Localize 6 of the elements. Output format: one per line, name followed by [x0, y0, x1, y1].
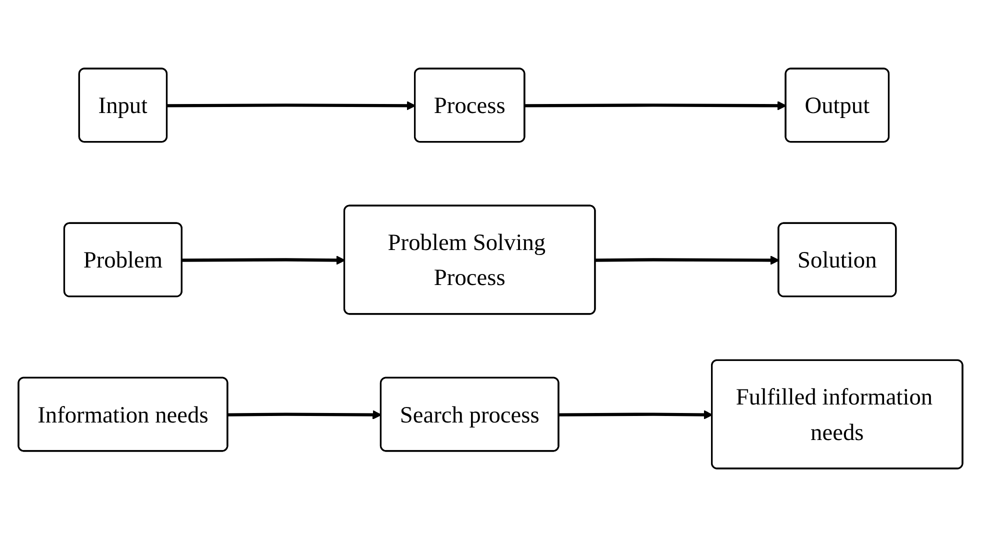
- arrow: [182, 256, 346, 265]
- arrow: [524, 101, 787, 110]
- arrow: [167, 101, 416, 110]
- arrow: [228, 410, 382, 420]
- arrow: [559, 410, 713, 420]
- arrow: [595, 256, 780, 265]
